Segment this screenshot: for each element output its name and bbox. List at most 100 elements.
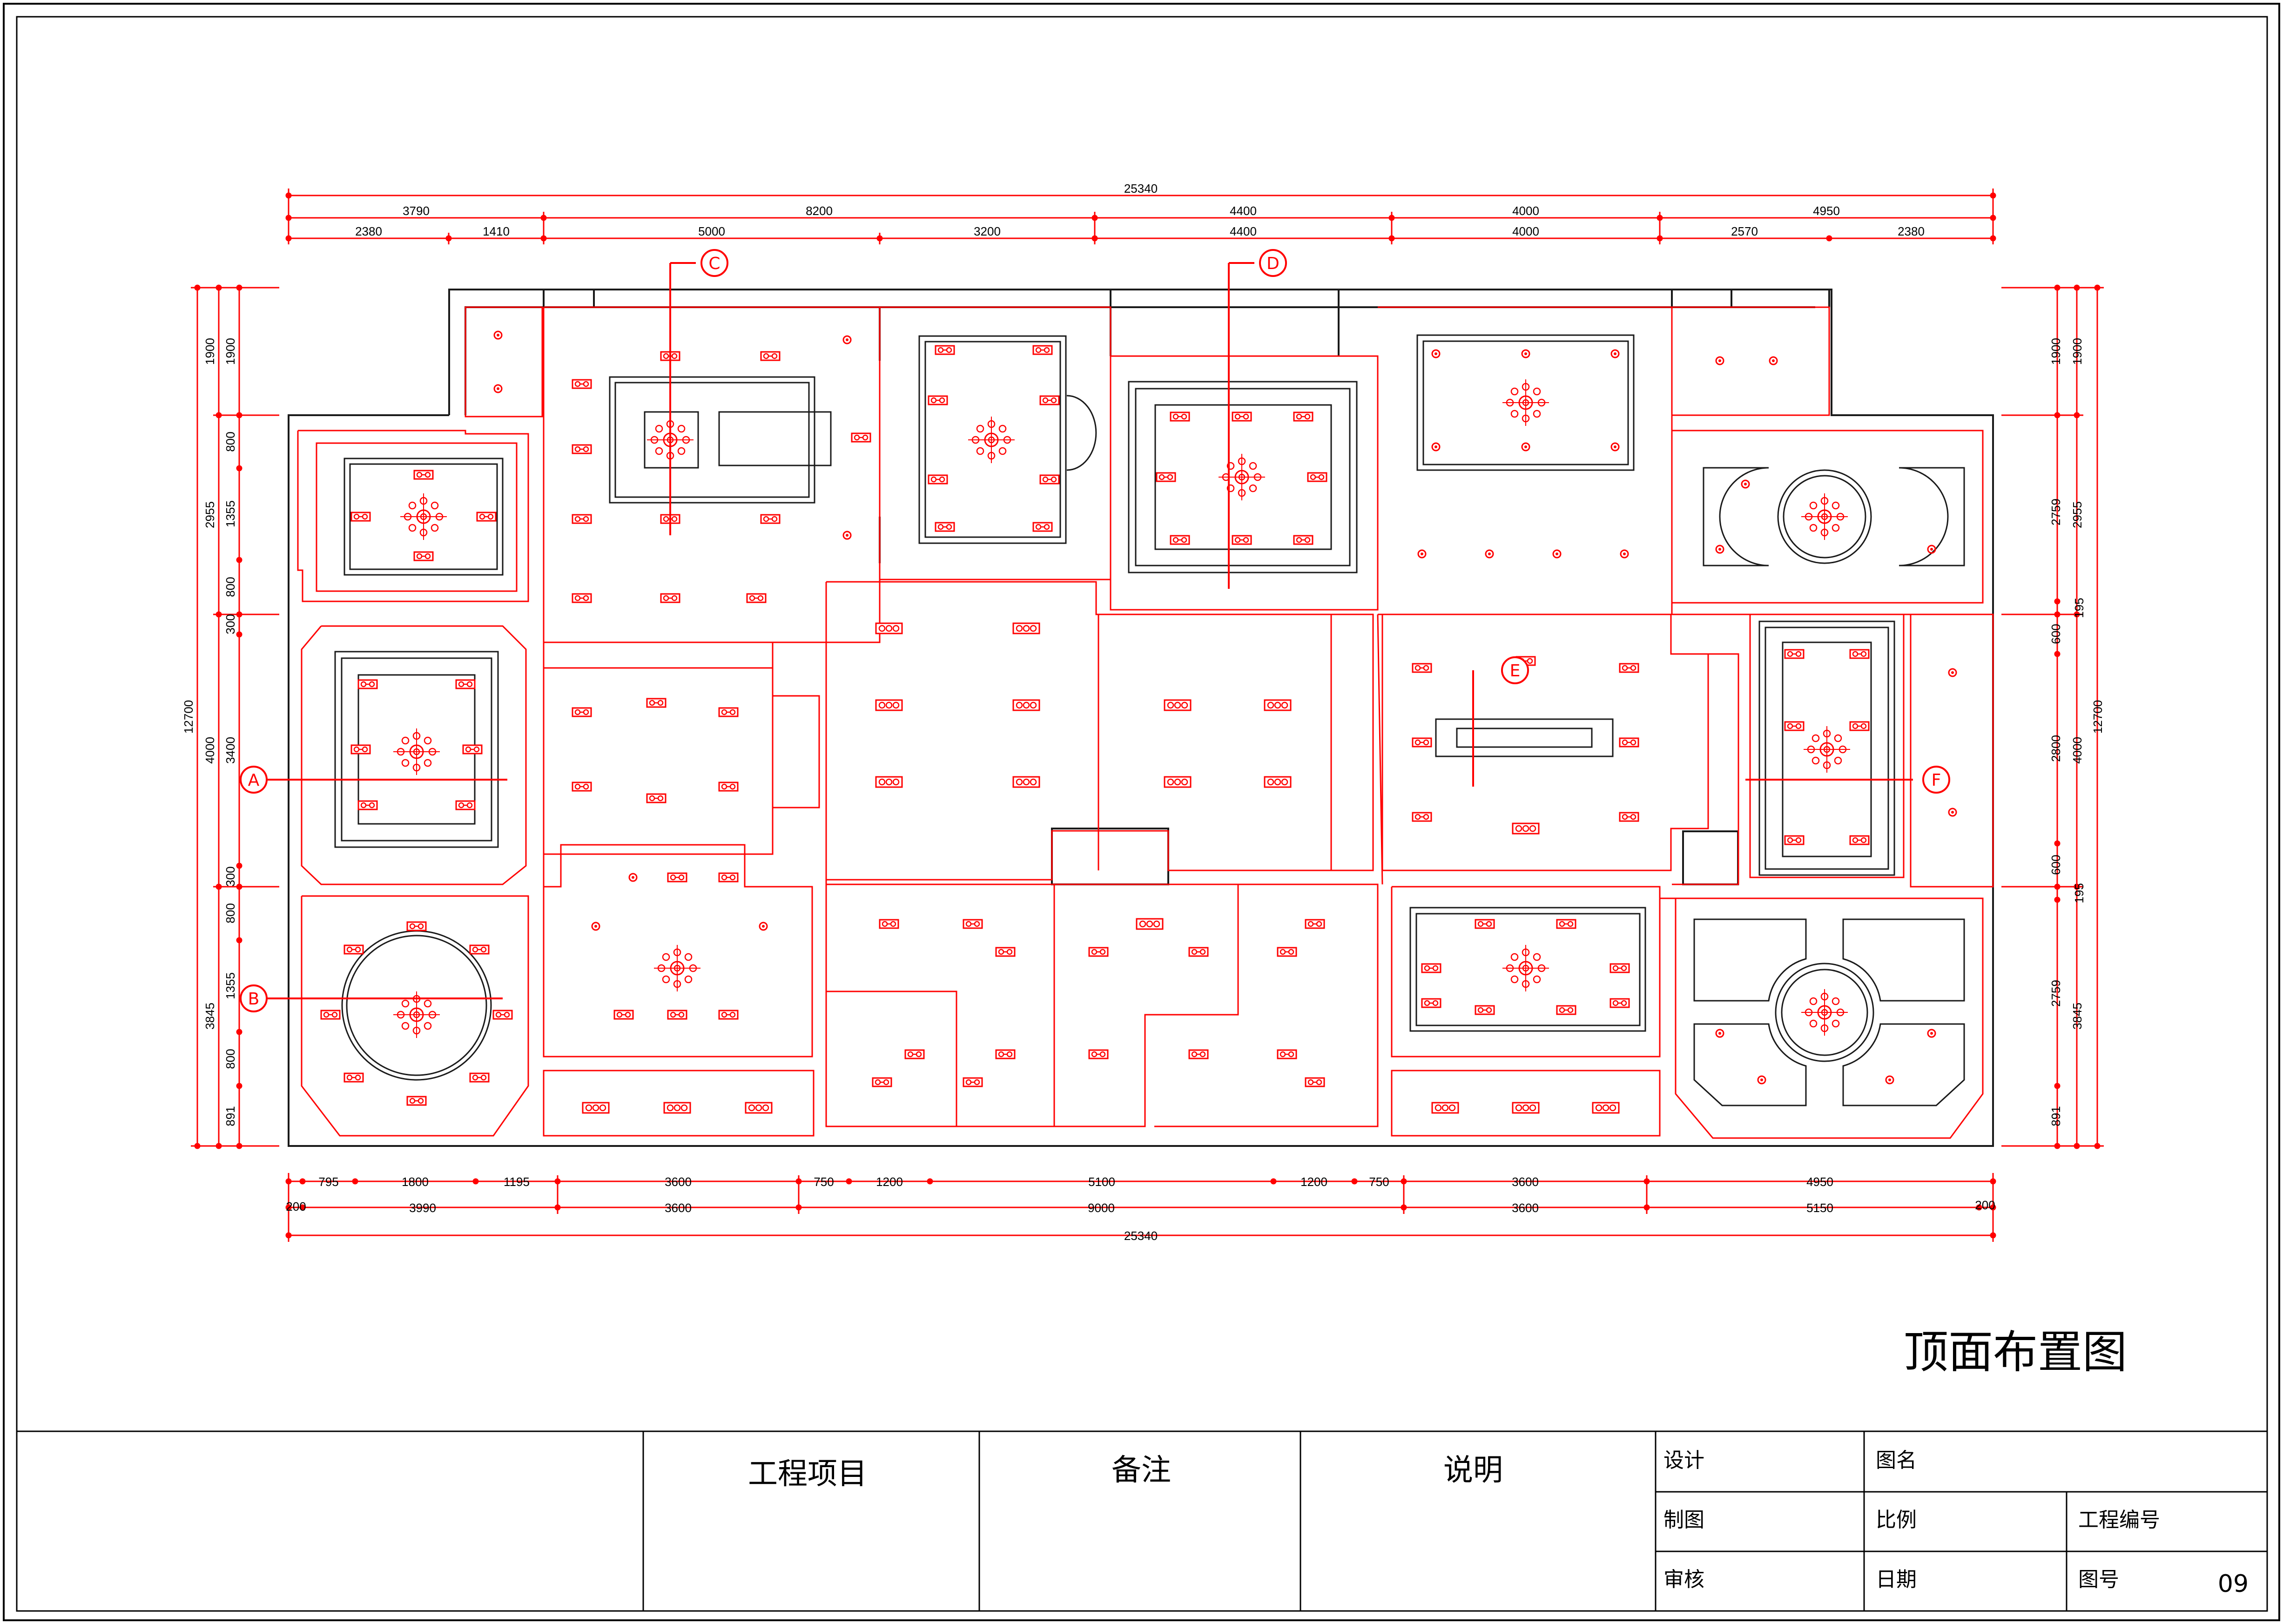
dim-top-row1: 8200	[806, 204, 833, 218]
dim-left-row2: 300	[223, 866, 237, 886]
title-design: 设计	[1663, 1449, 1704, 1472]
dim-bottom-row1: 750	[814, 1175, 834, 1189]
title-review: 审核	[1663, 1568, 1704, 1591]
dim-top-row2: 2380	[355, 224, 382, 238]
title-date: 日期	[1876, 1568, 1917, 1591]
dim-bottom-row2: 200	[1975, 1198, 1995, 1212]
dim-bottom-row2: 3600	[1512, 1201, 1539, 1215]
dim-bottom-row2: 5150	[1806, 1201, 1833, 1215]
dim-top-row2: 3200	[974, 224, 1001, 238]
title-block	[17, 1430, 2267, 1611]
top-dimension-chain	[285, 189, 1996, 244]
dim-right-total: 12700	[2091, 700, 2105, 734]
dim-right-row2: 600	[2049, 624, 2063, 644]
dim-bottom-total: 25340	[1124, 1229, 1158, 1243]
dim-bottom-row1: 4950	[1806, 1175, 1833, 1189]
section-marker-f: F	[1932, 771, 1941, 790]
marker-a-circle	[240, 766, 268, 794]
title-drafting: 制图	[1663, 1508, 1704, 1532]
dim-top-row1: 4000	[1512, 204, 1539, 218]
dim-top-row2: 1410	[483, 224, 510, 238]
downlights	[320, 345, 1870, 1106]
dim-left-row1: 4000	[203, 737, 217, 764]
dim-bottom-row2: 9000	[1088, 1201, 1115, 1215]
marker-e-circle	[1501, 656, 1529, 684]
dim-right-row2: 195	[2072, 598, 2086, 618]
dim-left-row2: 300	[223, 614, 237, 634]
dim-bottom-row2: 3600	[665, 1201, 692, 1215]
sheet-inner-frame	[16, 16, 2268, 1612]
dim-left-row2: 1900	[223, 338, 237, 365]
spotlights	[493, 330, 1957, 1085]
dim-right-row2: 1900	[2049, 338, 2063, 365]
title-remarks: 备注	[1111, 1453, 1171, 1488]
dim-right-row2: 2800	[2049, 735, 2063, 762]
dim-right-row2: 2759	[2049, 980, 2063, 1007]
dim-top-row2: 5000	[698, 224, 725, 238]
dim-bottom-row2: 200	[286, 1199, 306, 1213]
dim-left-row2: 891	[223, 1106, 237, 1126]
section-marker-e: E	[1510, 661, 1521, 681]
marker-c-circle	[700, 249, 728, 277]
chandeliers	[392, 378, 1851, 1039]
dim-top-row1: 3790	[403, 204, 430, 218]
dim-bottom-row1: 750	[1369, 1175, 1389, 1189]
dim-left-row2: 800	[223, 577, 237, 597]
dim-bottom-row1: 1200	[1300, 1175, 1327, 1189]
left-dimension-chain	[191, 284, 279, 1149]
section-markers	[240, 249, 1950, 1012]
dim-top-row1: 4950	[1813, 204, 1840, 218]
title-drawing-no-label: 图号	[2078, 1568, 2119, 1591]
triple-grille-lights	[582, 622, 1620, 1114]
marker-f-circle	[1922, 766, 1950, 794]
dim-bottom-row1: 1800	[402, 1175, 429, 1189]
dim-top-row2: 4400	[1230, 224, 1257, 238]
dim-right-row1: 4000	[2070, 737, 2084, 764]
dim-bottom-row1: 1200	[876, 1175, 903, 1189]
dim-left-row1: 2955	[203, 501, 217, 528]
section-marker-b: B	[248, 990, 260, 1009]
right-dimension-chain	[2001, 284, 2104, 1149]
dim-left-row2: 800	[223, 903, 237, 923]
dim-bottom-row1: 795	[318, 1175, 338, 1189]
dim-right-row2: 195	[2072, 883, 2086, 903]
title-project-no: 工程编号	[2078, 1508, 2160, 1532]
section-marker-c: C	[708, 254, 720, 273]
dim-right-row1: 1900	[2070, 338, 2084, 365]
dim-left-row2: 1355	[223, 500, 237, 527]
dim-top-total: 25340	[1124, 182, 1158, 195]
dim-left-row2: 3400	[223, 737, 237, 764]
dim-left-total: 12700	[182, 700, 195, 734]
drawing-title: 顶面布置图	[1904, 1326, 2127, 1378]
title-project: 工程项目	[748, 1457, 867, 1491]
room-outlines	[297, 306, 1994, 1139]
dim-bottom-row1: 5100	[1088, 1175, 1115, 1189]
dim-right-row2: 600	[2049, 855, 2063, 875]
dim-right-row1: 3845	[2070, 1003, 2084, 1030]
section-marker-a: A	[248, 771, 260, 790]
dim-bottom-row1: 3600	[665, 1175, 692, 1189]
dim-right-row2: 2759	[2049, 499, 2063, 526]
dim-bottom-row1: 1195	[504, 1175, 530, 1189]
dim-bottom-row2: 3990	[409, 1201, 436, 1215]
title-drawing-name: 图名	[1876, 1449, 1917, 1472]
marker-b-circle	[240, 984, 268, 1012]
dim-left-row2: 800	[223, 431, 237, 451]
title-notes: 说明	[1443, 1453, 1503, 1488]
marker-d-circle	[1259, 249, 1287, 277]
title-drawing-no: 09	[2218, 1570, 2249, 1598]
dim-bottom-row1: 3600	[1512, 1175, 1539, 1189]
dim-left-row2: 800	[223, 1049, 237, 1069]
dim-top-row2: 2380	[1898, 224, 1925, 238]
dim-left-row1: 1900	[203, 338, 217, 365]
dim-top-row2: 4000	[1512, 224, 1539, 238]
dim-right-row1: 2955	[2070, 501, 2084, 528]
dim-top-row1: 4400	[1230, 204, 1257, 218]
dim-left-row1: 3845	[203, 1003, 217, 1030]
dim-left-row2: 1355	[223, 972, 237, 999]
title-scale: 比例	[1876, 1508, 1917, 1532]
sheet-outer-frame	[3, 3, 2280, 1621]
section-marker-d: D	[1266, 254, 1280, 273]
bottom-dimension-chain	[285, 1173, 1996, 1242]
